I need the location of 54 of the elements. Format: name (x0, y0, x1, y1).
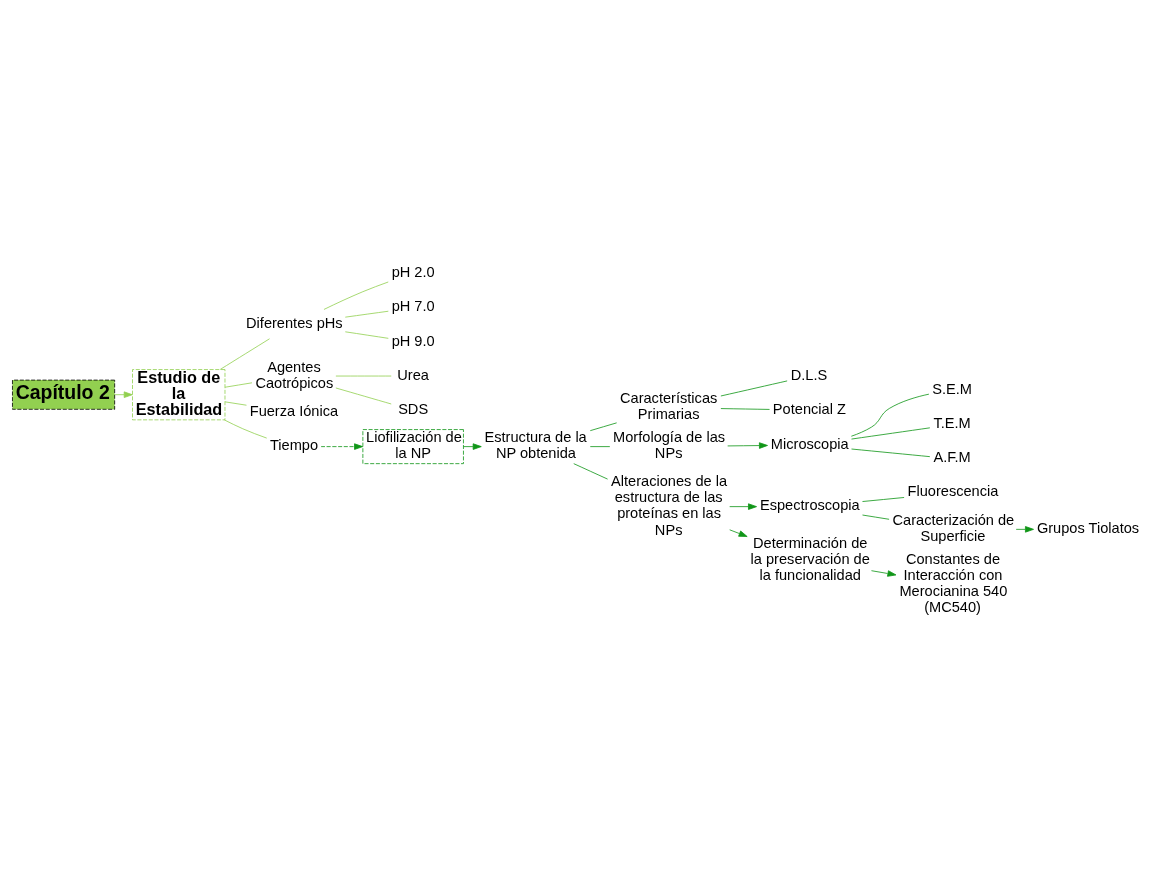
node-box: Capítulo 2 (12, 379, 116, 410)
arrow (729, 528, 748, 537)
connector (323, 281, 389, 310)
node-text: Morfología de las NPs (613, 428, 726, 461)
node-text: Alteraciones de la estructura de las proteínas en las NPs (611, 472, 728, 538)
arrow (871, 569, 897, 577)
node-text: Constantes de Interacción con Merocianina 540 (MC540) (899, 550, 1008, 615)
connector (589, 421, 618, 431)
node-text: Características Primarias (619, 389, 718, 422)
arrow (1015, 525, 1034, 533)
arrow (320, 442, 364, 450)
arrow (114, 390, 133, 398)
connector (851, 448, 931, 457)
connector (862, 496, 905, 502)
connector (573, 462, 608, 479)
arrow (727, 441, 768, 449)
node-text: Tiempo (269, 436, 319, 453)
connector (344, 330, 389, 339)
node-text: SDS (398, 400, 429, 417)
node-text: D.L.S (790, 366, 828, 383)
node-text: Potencial Z (772, 400, 846, 417)
node-text: Grupos Tiolatos (1036, 519, 1140, 536)
node-text: pH 7.0 (391, 297, 435, 314)
node-text: Espectroscopia (759, 496, 860, 513)
connector (850, 393, 930, 437)
node-text: Fluorescencia (907, 482, 999, 499)
node-text: Determinación de la preservación de la funcionalidad (750, 534, 870, 583)
node-text: Agentes Caotrópicos (255, 358, 334, 391)
node-text: Estructura de la NP obtenida (484, 428, 587, 461)
node-text: Microscopia (770, 435, 849, 452)
node-box: Estudio de la Estabilidad (132, 368, 226, 420)
connector (224, 381, 253, 388)
node-text: T.E.M (933, 414, 971, 431)
connector (862, 514, 890, 520)
node-text: pH 2.0 (391, 263, 435, 280)
node-text: pH 9.0 (391, 332, 435, 349)
connector (335, 387, 392, 404)
node-text: Fuerza Iónica (249, 402, 339, 419)
connector (219, 337, 270, 370)
connector (224, 400, 247, 406)
node-text: Caracterización de Superficie (892, 511, 1015, 544)
connector (589, 445, 611, 447)
connector (224, 419, 268, 438)
connector (720, 407, 770, 410)
connector (851, 426, 931, 439)
arrow (463, 442, 482, 450)
connector (344, 310, 389, 318)
node-text: Diferentes pHs (246, 314, 343, 331)
node-text: S.E.M (932, 380, 972, 397)
node-text: Urea (397, 366, 429, 383)
arrow (729, 502, 757, 510)
connector (720, 380, 788, 396)
node-text: A.F.M (933, 448, 971, 465)
node-box: Liofilización de la NP (362, 428, 464, 464)
